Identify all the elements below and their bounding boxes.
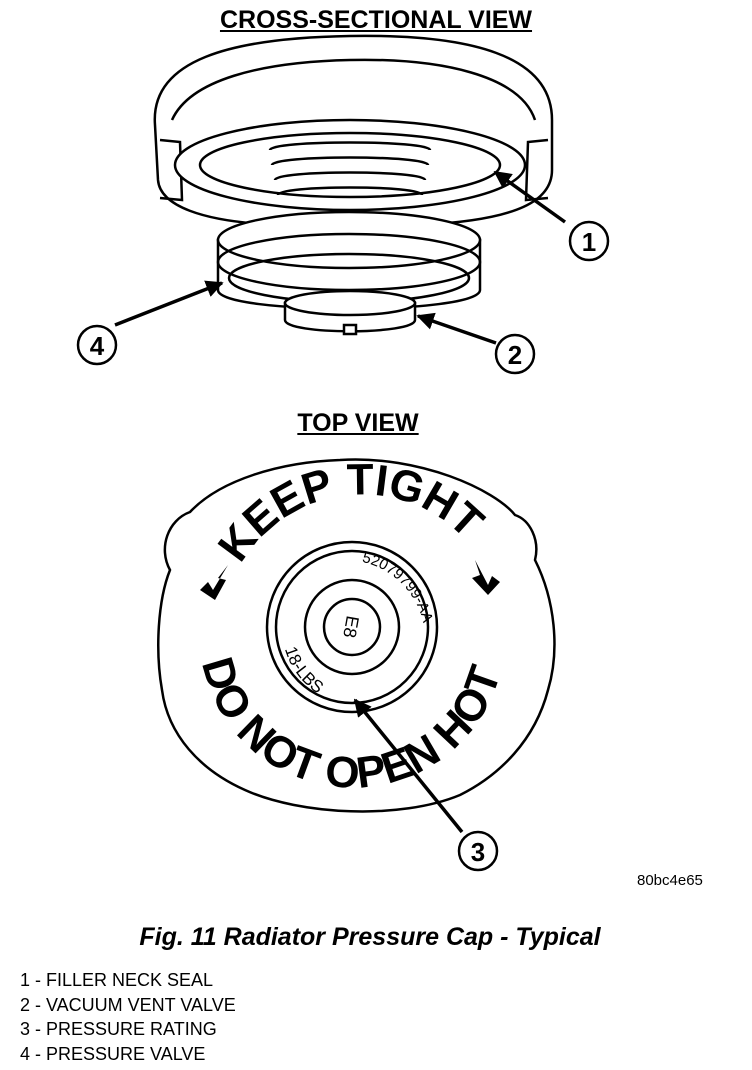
cross-sectional-view-heading: CROSS-SECTIONAL VIEW — [219, 6, 533, 34]
callout-2: 2 — [494, 333, 536, 375]
legend-item: 3 - PRESSURE RATING — [20, 1019, 217, 1040]
svg-text:2: 2 — [508, 340, 522, 370]
legend-list: 1 - FILLER NECK SEAL 2 - VACUUM VENT VAL… — [20, 968, 236, 1066]
callout-4: 4 — [76, 324, 118, 366]
svg-text:1: 1 — [582, 227, 596, 257]
rotate-arrow-left-icon — [200, 565, 228, 600]
legend-item: 2 - VACUUM VENT VALVE — [20, 994, 236, 1015]
cap-cross-section — [153, 34, 554, 336]
legend-item: 4 - PRESSURE VALVE — [20, 1043, 206, 1064]
callout-3: 3 — [457, 830, 499, 872]
center-mark-text: E8 — [339, 614, 363, 639]
svg-text:4: 4 — [90, 331, 105, 361]
figure-caption: Fig. 11 Radiator Pressure Cap - Typical — [139, 923, 601, 951]
top-view-heading: TOP VIEW — [297, 409, 419, 437]
cross-section-leader-lines — [114, 170, 567, 345]
svg-text:3: 3 — [471, 837, 485, 867]
rotate-arrow-right-icon — [472, 560, 500, 595]
callout-1: 1 — [568, 220, 610, 262]
image-code: 80bc4e65 — [637, 872, 703, 889]
cap-top-view — [157, 458, 556, 813]
legend-item: 1 - FILLER NECK SEAL — [20, 970, 214, 990]
top-view-leader-line — [353, 698, 464, 834]
